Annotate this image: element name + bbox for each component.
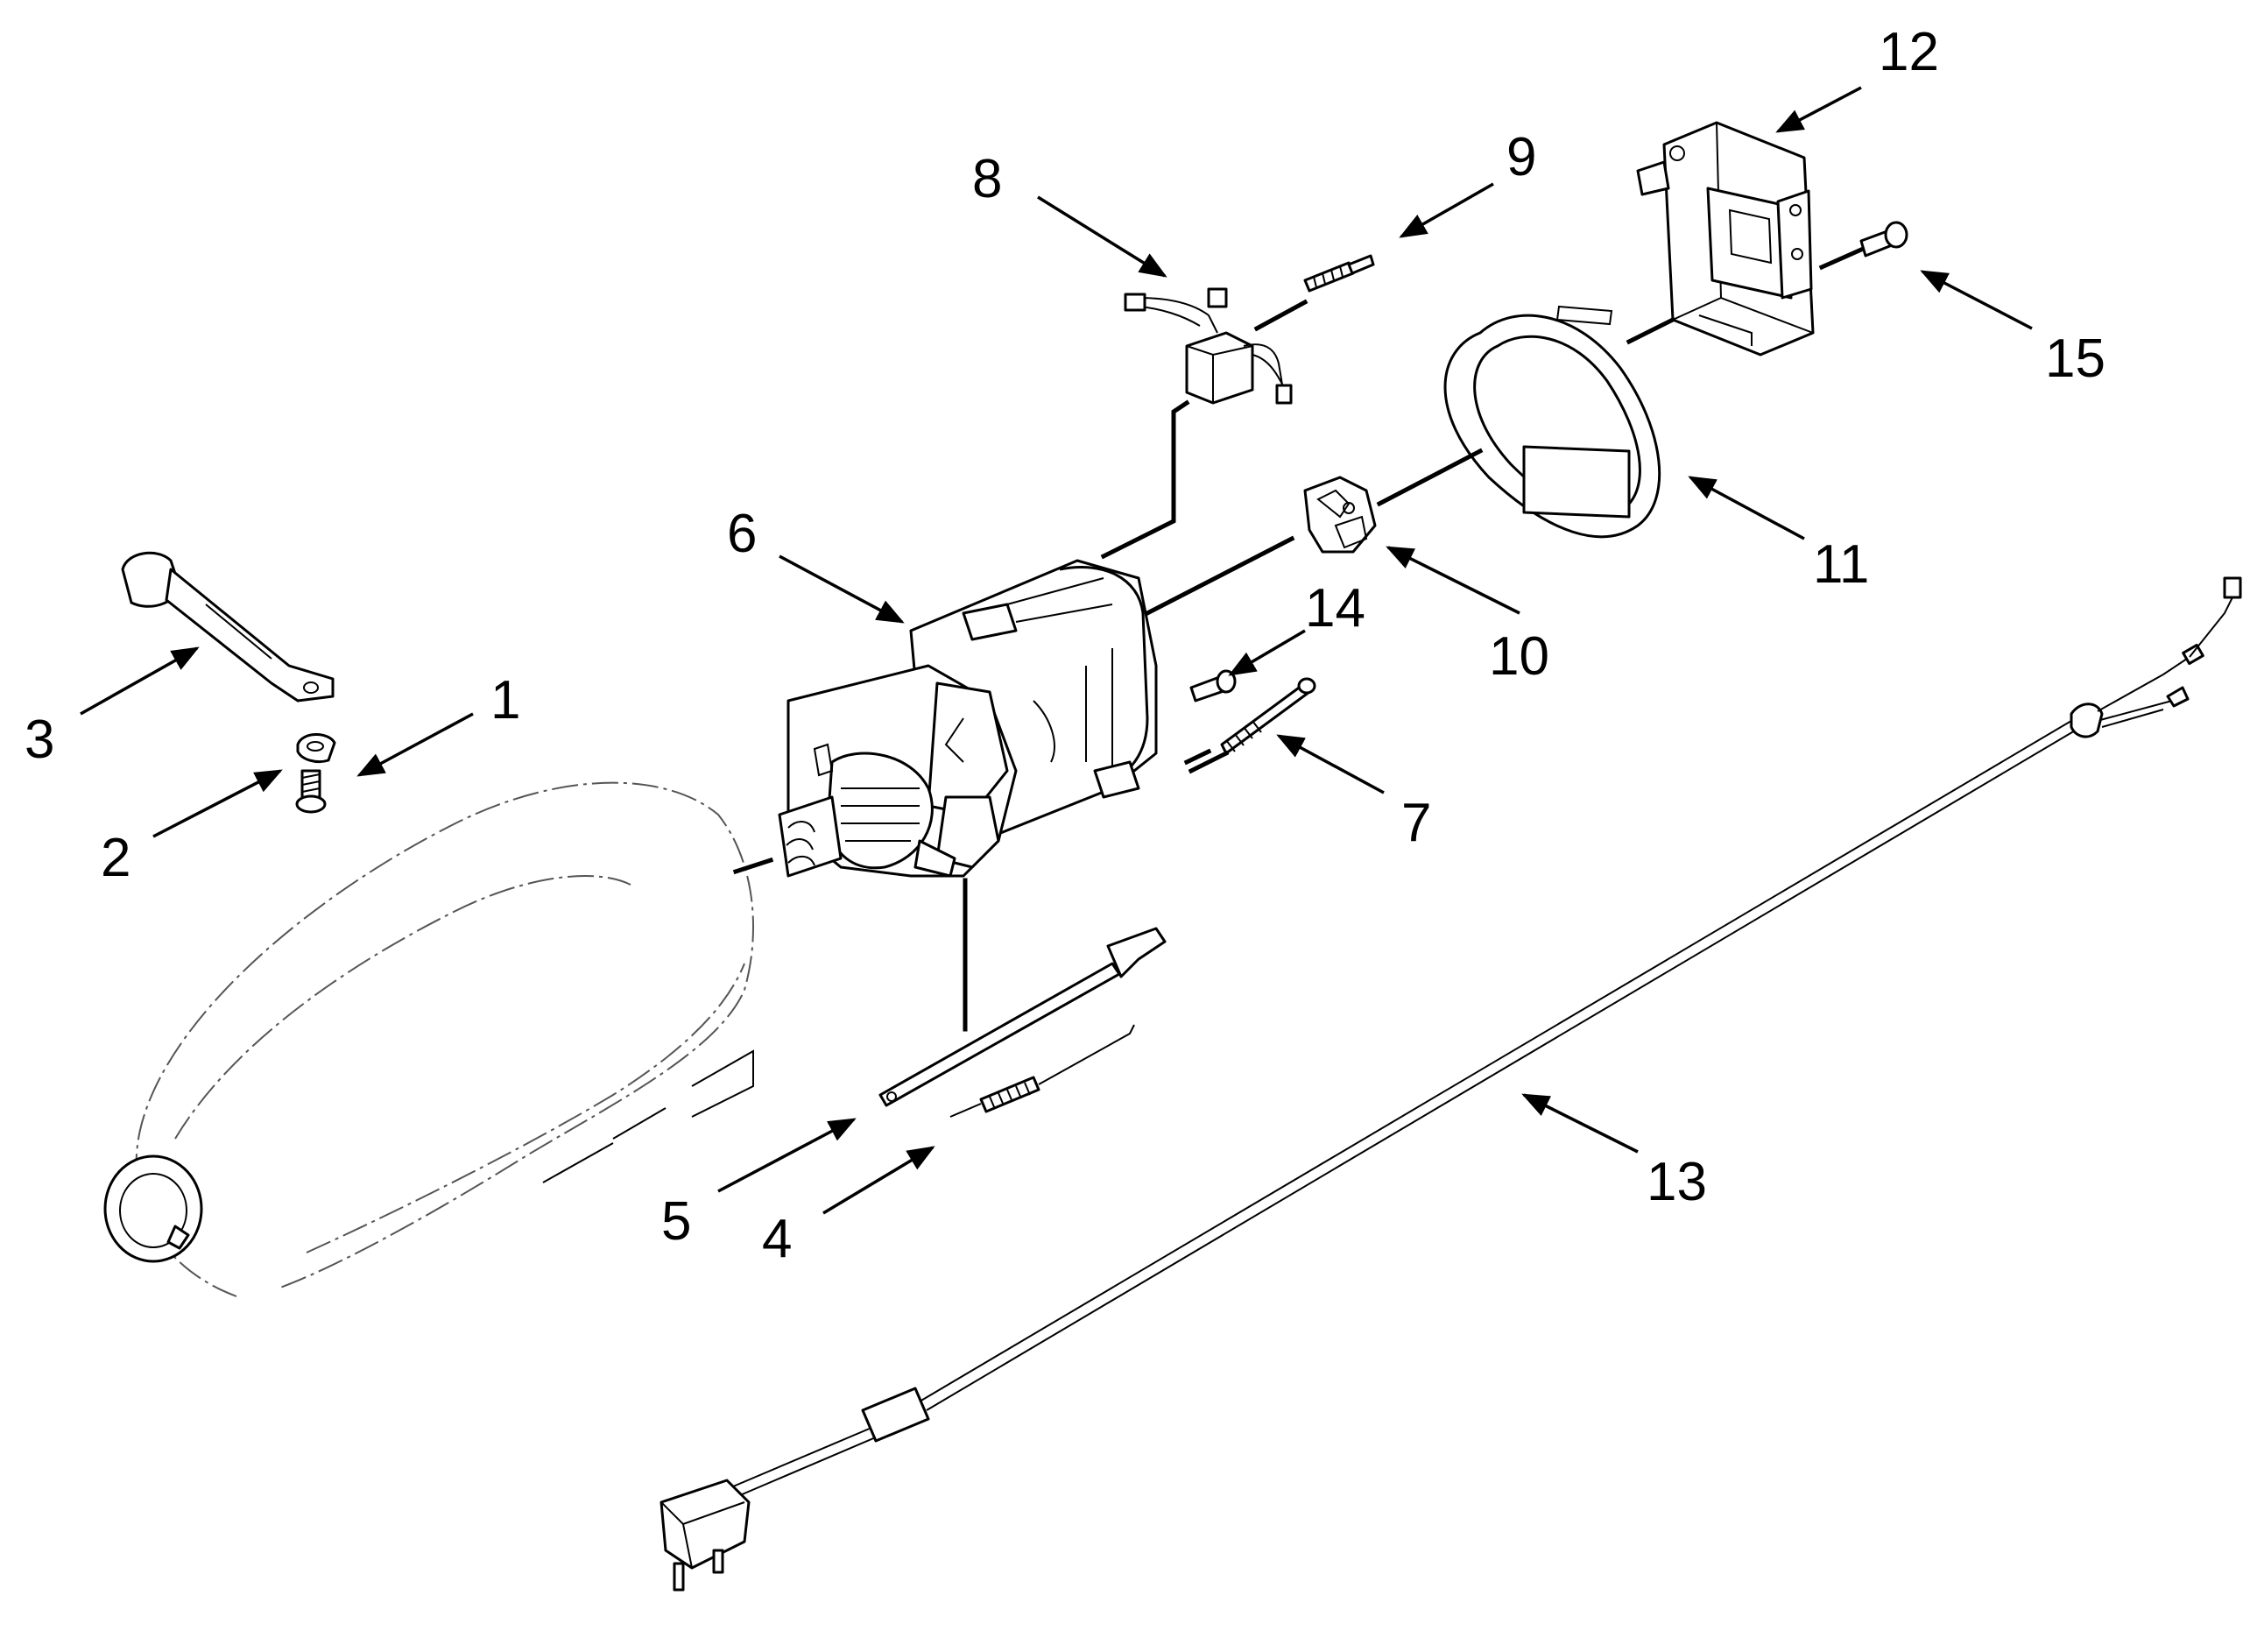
callout-15: 15 (2045, 328, 2105, 389)
power-cord-icon (659, 576, 2242, 1592)
callout-4: 4 (762, 1209, 792, 1269)
assembly-axis-lines (732, 246, 1865, 1032)
motor-icon (778, 559, 1158, 878)
callout-8: 8 (972, 149, 1002, 209)
callout-14: 14 (1305, 578, 1365, 639)
screw-icon (1859, 221, 1908, 258)
brush-holder-icon (1303, 476, 1377, 554)
wire-harness-icon (1124, 287, 1293, 405)
screw-icon (1220, 677, 1316, 755)
switch-plate-icon (1636, 121, 1815, 357)
washer-icon (296, 733, 336, 764)
callout-3: 3 (25, 710, 54, 770)
ring-icon (1443, 305, 1661, 539)
screw-icon (295, 769, 327, 814)
callout-13: 13 (1647, 1152, 1707, 1212)
callout-11: 11 (1813, 534, 1869, 595)
bolt-icon (1303, 254, 1375, 293)
callout-12: 12 (1879, 22, 1939, 82)
callout-6: 6 (727, 504, 757, 564)
callout-2: 2 (101, 828, 130, 888)
callout-7: 7 (1401, 793, 1431, 853)
callout-5: 5 (661, 1191, 691, 1252)
callout-10: 10 (1489, 626, 1549, 687)
callout-9: 9 (1506, 127, 1536, 187)
screw-icon (1189, 669, 1237, 702)
callout-1: 1 (490, 670, 520, 731)
callout-arrows (80, 86, 2033, 1215)
callout-labels: 1 2 3 4 5 6 7 8 9 10 11 12 13 14 15 (25, 22, 2105, 1269)
rod-icon (878, 927, 1167, 1107)
bracket-arm-icon (121, 551, 335, 702)
housing-icon (103, 781, 754, 1297)
spring-icon (949, 1024, 1135, 1118)
